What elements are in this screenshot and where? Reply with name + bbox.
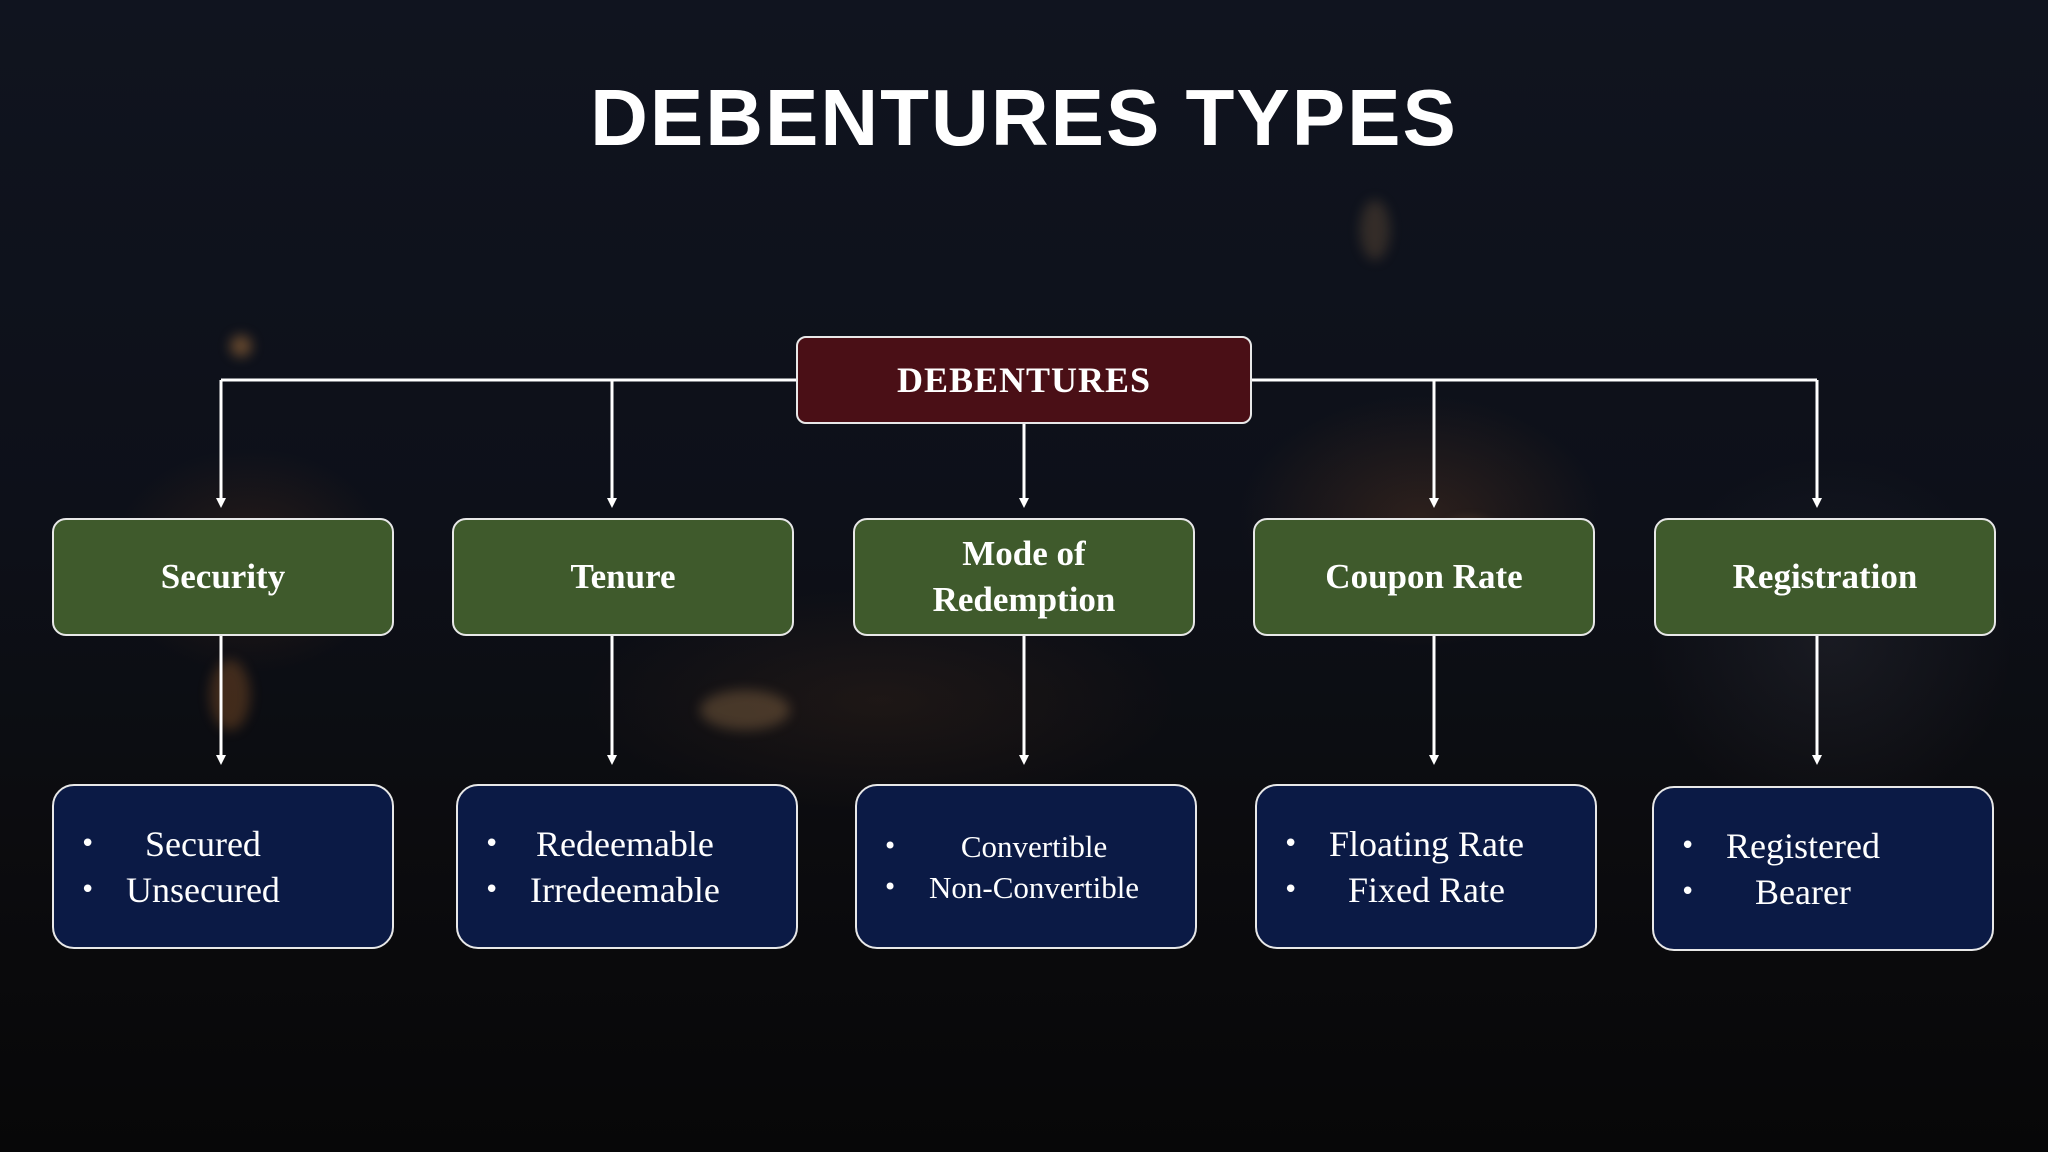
category-registration: Registration xyxy=(1654,518,1996,636)
list-item: Convertible xyxy=(883,826,1139,867)
list-item: Irredeemable xyxy=(484,867,720,913)
root-node-debentures: DEBENTURES xyxy=(796,336,1252,424)
list-item: Non-Convertible xyxy=(883,867,1139,908)
list-item: Secured xyxy=(80,821,280,867)
list-item: Redeemable xyxy=(484,821,720,867)
list-item: Floating Rate xyxy=(1283,821,1524,867)
category-security: Security xyxy=(52,518,394,636)
list-item: Bearer xyxy=(1680,869,1880,915)
page-title: DEBENTURES TYPES xyxy=(590,73,1458,162)
subtypes-registration: Registered Bearer xyxy=(1652,786,1994,951)
list-item: Fixed Rate xyxy=(1283,867,1524,913)
subtypes-coupon-rate: Floating Rate Fixed Rate xyxy=(1255,784,1597,949)
category-coupon-rate: Coupon Rate xyxy=(1253,518,1595,636)
category-tenure: Tenure xyxy=(452,518,794,636)
subtypes-tenure: Redeemable Irredeemable xyxy=(456,784,798,949)
list-item: Unsecured xyxy=(80,867,280,913)
list-item: Registered xyxy=(1680,823,1880,869)
subtypes-mode-of-redemption: Convertible Non-Convertible xyxy=(855,784,1197,949)
category-mode-of-redemption: Mode of Redemption xyxy=(853,518,1195,636)
subtypes-security: Secured Unsecured xyxy=(52,784,394,949)
